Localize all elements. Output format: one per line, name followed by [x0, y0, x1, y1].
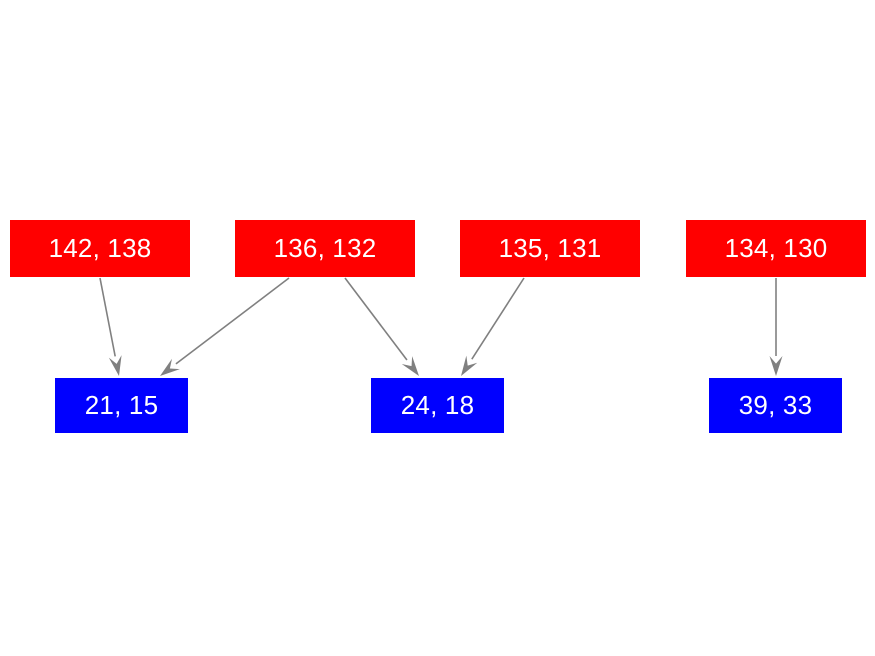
- source-node-136-132[interactable]: 136, 132: [235, 220, 415, 277]
- node-label: 21, 15: [84, 389, 159, 420]
- node-label: 142, 138: [48, 232, 152, 263]
- edge-arrow: [461, 277, 525, 376]
- edge-arrow: [769, 278, 783, 376]
- target-node-24-18[interactable]: 24, 18: [371, 378, 504, 433]
- source-node-134-130[interactable]: 134, 130: [686, 220, 866, 277]
- source-node-135-131[interactable]: 135, 131: [460, 220, 640, 277]
- target-node-21-15[interactable]: 21, 15: [55, 378, 188, 433]
- edge-arrow: [99, 277, 122, 376]
- source-node-142-138[interactable]: 142, 138: [10, 220, 190, 277]
- node-label: 134, 130: [724, 232, 828, 263]
- node-label: 39, 33: [738, 389, 813, 420]
- target-node-39-33[interactable]: 39, 33: [709, 378, 842, 433]
- node-label: 135, 131: [498, 232, 602, 263]
- edge-arrow: [344, 277, 419, 376]
- node-label: 136, 132: [273, 232, 377, 263]
- edge-arrow: [160, 277, 290, 376]
- node-label: 24, 18: [400, 389, 475, 420]
